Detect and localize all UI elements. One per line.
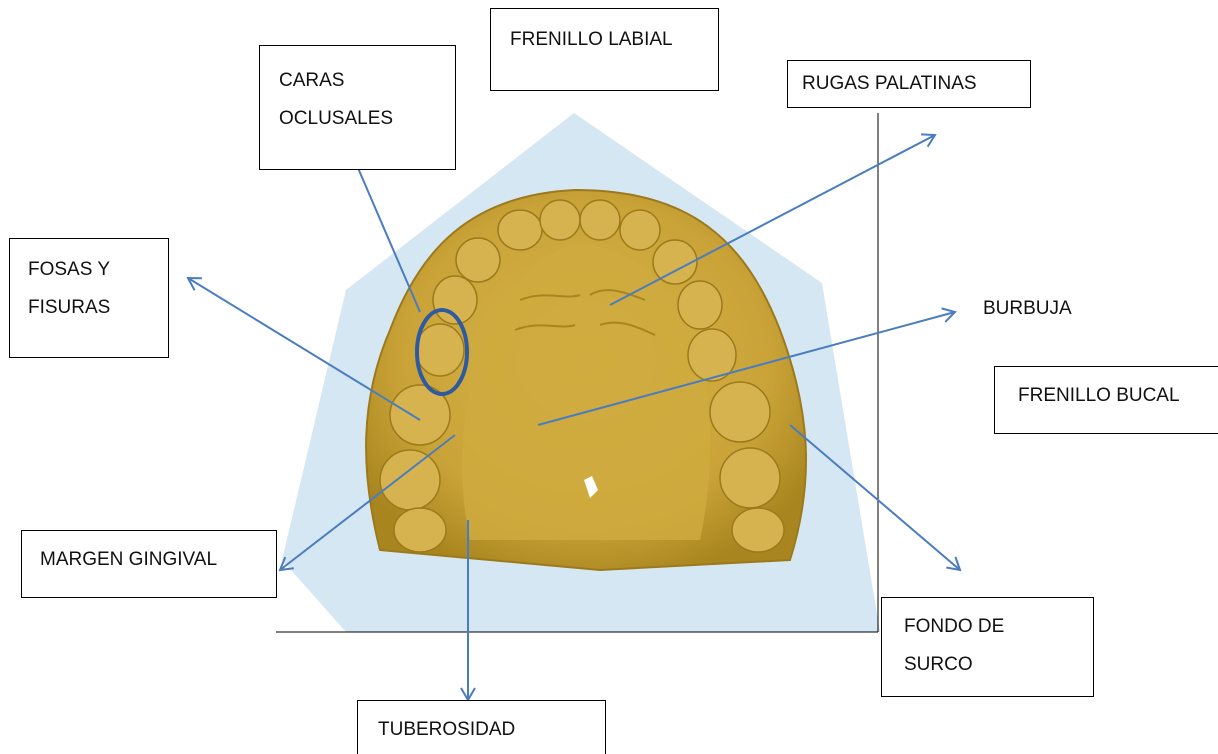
label-margen-gingival: MARGEN GINGIVAL xyxy=(21,530,277,598)
label-fondo-de-surco: FONDO DE SURCO xyxy=(881,597,1094,697)
label-frenillo-labial: FRENILLO LABIAL xyxy=(490,8,719,91)
label-tuberosidad: TUBEROSIDAD xyxy=(357,700,606,754)
label-margen-gingival-text: MARGEN GINGIVAL xyxy=(40,541,276,579)
label-tuberosidad-text: TUBEROSIDAD xyxy=(378,711,605,749)
label-burbuja: BURBUJA xyxy=(983,298,1072,320)
label-frenillo-bucal: FRENILLO BUCAL xyxy=(994,366,1218,434)
label-caras-oclusales: CARAS OCLUSALES xyxy=(259,45,456,170)
label-fosas-y-fisuras-line1: FOSAS Y xyxy=(28,251,168,289)
label-frenillo-bucal-text: FRENILLO BUCAL xyxy=(1018,377,1218,415)
label-caras-oclusales-line2: OCLUSALES xyxy=(279,100,455,138)
label-fosas-y-fisuras: FOSAS Y FISURAS xyxy=(9,238,169,358)
label-rugas-palatinas: RUGAS PALATINAS xyxy=(787,60,1031,108)
label-frenillo-labial-text: FRENILLO LABIAL xyxy=(510,21,718,59)
label-rugas-palatinas-text: RUGAS PALATINAS xyxy=(802,65,1030,103)
label-fondo-de-surco-line2: SURCO xyxy=(904,646,1093,684)
label-fosas-y-fisuras-line2: FISURAS xyxy=(28,289,168,327)
label-caras-oclusales-line1: CARAS xyxy=(279,62,455,100)
label-fondo-de-surco-line1: FONDO DE xyxy=(904,608,1093,646)
label-burbuja-text: BURBUJA xyxy=(983,298,1072,319)
